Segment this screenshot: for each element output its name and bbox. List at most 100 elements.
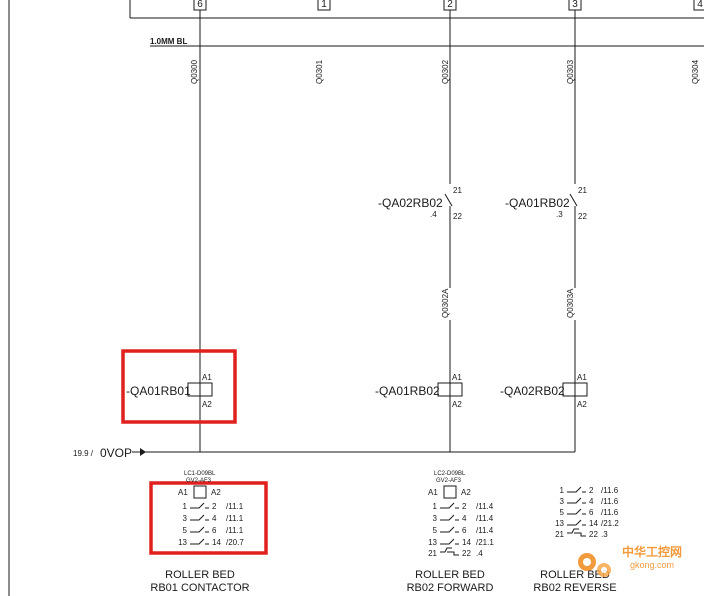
contact-row: 1 2 /11.1 [183, 502, 244, 511]
wire-id-q0300: Q0300 [190, 59, 199, 84]
svg-text:RB02 FORWARD: RB02 FORWARD [407, 582, 494, 594]
svg-text:14: 14 [462, 538, 471, 547]
svg-text:3: 3 [433, 514, 438, 523]
wire-id-q0304: Q0304 [691, 59, 700, 84]
svg-text:.4: .4 [476, 549, 483, 558]
svg-text:A1: A1 [577, 373, 587, 382]
svg-text:A2: A2 [452, 400, 462, 409]
wire-id-q0303a: Q0303A [566, 288, 575, 318]
return-rail: 19.9 / 0VOP [73, 446, 575, 460]
svg-text:A2: A2 [577, 400, 587, 409]
svg-text:4: 4 [212, 514, 217, 523]
svg-text:6: 6 [589, 508, 594, 517]
svg-text:4: 4 [697, 0, 703, 10]
coil-qa01rb02: -QA01RB02 A1 A2 [375, 373, 463, 409]
contact-table-rb01: LC1-D09BL GV2-AF3 A1 A2 1 2 /11.1 3 4 /1… [150, 471, 249, 594]
svg-text:6: 6 [462, 526, 467, 535]
svg-text:2: 2 [462, 502, 467, 511]
svg-text:A1: A1 [178, 488, 188, 497]
svg-text:-QA01RB01: -QA01RB01 [126, 384, 191, 398]
svg-text:19.9 /: 19.9 / [73, 449, 94, 458]
svg-text:-QA02RB02: -QA02RB02 [500, 384, 565, 398]
contact-row: 13 14 /20.7 [178, 538, 244, 547]
svg-text:6: 6 [197, 0, 203, 10]
highlight-box-contacts [149, 481, 268, 555]
svg-text:14: 14 [212, 538, 221, 547]
svg-text:A2: A2 [211, 488, 221, 497]
svg-text:/21.1: /21.1 [476, 538, 494, 547]
svg-text:14: 14 [589, 519, 598, 528]
svg-text:21: 21 [555, 530, 564, 539]
svg-text:2: 2 [589, 486, 594, 495]
svg-text:/20.7: /20.7 [226, 538, 244, 547]
wire-id-q0301: Q0301 [315, 59, 324, 84]
svg-text:GV2-AF3: GV2-AF3 [186, 478, 212, 484]
contact-row: 13 14 /21.2 [555, 519, 619, 528]
svg-text:/11.1: /11.1 [226, 526, 244, 535]
svg-text:/11.1: /11.1 [226, 514, 244, 523]
svg-text:21: 21 [428, 549, 437, 558]
svg-text:22: 22 [453, 212, 462, 221]
svg-text:-QA02RB02: -QA02RB02 [378, 196, 443, 210]
terminal-1: 1 [317, 0, 331, 11]
svg-text:ROLLER BED: ROLLER BED [165, 569, 235, 581]
svg-text:4: 4 [462, 514, 467, 523]
svg-text:.3: .3 [601, 530, 608, 539]
svg-text:3: 3 [183, 514, 188, 523]
svg-text:1: 1 [183, 502, 188, 511]
svg-text:/11.4: /11.4 [476, 526, 494, 535]
wire-id-q0303: Q0303 [566, 59, 575, 84]
svg-text:/11.6: /11.6 [601, 486, 619, 495]
coil-qa01rb01: -QA01RB01 A1 A2 [126, 373, 213, 409]
svg-text:A2: A2 [202, 400, 212, 409]
svg-text:1: 1 [433, 502, 438, 511]
svg-text:22: 22 [578, 212, 587, 221]
terminal-6: 6 [193, 0, 207, 11]
interlock-contact-qa01rb02: -QA01RB02 .3 21 22 [505, 186, 587, 288]
svg-text:13: 13 [555, 519, 564, 528]
svg-text:1: 1 [321, 0, 327, 10]
contact-row: 5 6 /11.6 [560, 508, 619, 517]
contact-row: 1 2 /11.4 [433, 502, 494, 511]
svg-text:22: 22 [462, 549, 471, 558]
svg-text:ROLLER BED: ROLLER BED [540, 569, 610, 581]
svg-text:GV2-AF3: GV2-AF3 [436, 478, 462, 484]
contact-row: 3 4 /11.1 [183, 514, 244, 523]
svg-text:2: 2 [212, 502, 217, 511]
contact-row: 21 22 .4 [428, 547, 483, 558]
svg-text:21: 21 [578, 186, 587, 195]
contact-row: 13 14 /21.1 [428, 538, 494, 547]
bus-label: 1.0MM BL [150, 37, 187, 46]
svg-text:/11.1: /11.1 [226, 502, 244, 511]
svg-text:/11.6: /11.6 [601, 508, 619, 517]
svg-text:A1: A1 [452, 373, 462, 382]
svg-text:5: 5 [183, 526, 188, 535]
contact-row: 1 2 /11.6 [560, 486, 619, 495]
svg-text:.3: .3 [556, 210, 563, 219]
svg-text:3: 3 [572, 0, 578, 10]
coil-qa02rb02: -QA02RB02 A1 A2 [500, 373, 588, 409]
terminal-2: 2 [443, 0, 457, 11]
svg-text:-QA01RB02: -QA01RB02 [505, 196, 570, 210]
svg-text:RB02 REVERSE: RB02 REVERSE [533, 582, 616, 594]
contact-row: 3 4 /11.6 [560, 497, 619, 506]
contact-row: 5 6 /11.4 [433, 526, 494, 535]
gkong-watermark-logo: 中华工控网 gkong.com [578, 544, 682, 577]
svg-text:gkong.com: gkong.com [630, 560, 674, 570]
svg-text:5: 5 [433, 526, 438, 535]
svg-text:13: 13 [428, 538, 437, 547]
svg-text:5: 5 [560, 508, 565, 517]
svg-text:2: 2 [447, 0, 453, 10]
svg-text:0VOP: 0VOP [100, 446, 132, 460]
contact-table-rb02-forward: LC2-D09BL GV2-AF3 A1 A2 1 2 /11.4 3 4 /1… [407, 471, 495, 594]
terminal-4: 4 [693, 0, 704, 11]
svg-text:/11.4: /11.4 [476, 502, 494, 511]
svg-text:-QA01RB02: -QA01RB02 [375, 384, 440, 398]
svg-text:RB01 CONTACTOR: RB01 CONTACTOR [150, 582, 249, 594]
svg-text:A1: A1 [428, 488, 438, 497]
svg-text:22: 22 [589, 530, 598, 539]
interlock-contact-qa02rb02: -QA02RB02 .4 21 22 [378, 186, 462, 288]
svg-text:6: 6 [212, 526, 217, 535]
contact-table-rb02-reverse: 1 2 /11.6 3 4 /11.6 5 6 /11.6 13 14 /21.… [533, 486, 619, 594]
